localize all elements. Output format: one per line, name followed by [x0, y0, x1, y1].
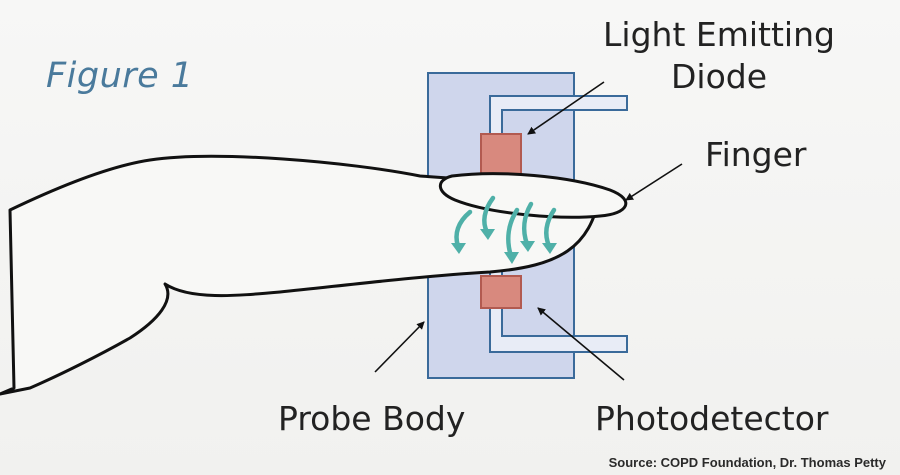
led-leader-arrow [527, 81, 605, 135]
hand-outline [0, 154, 602, 396]
callout-arrows [374, 81, 683, 381]
photodetector-component [480, 275, 522, 309]
photodetector-leader-arrow [537, 307, 625, 381]
light-arrowheads [451, 229, 557, 264]
finger-leader-arrow [625, 163, 683, 201]
photodetector-label: Photodetector [595, 399, 829, 438]
probe-leader-arrow [374, 321, 425, 373]
finger-label: Finger [705, 135, 807, 174]
figure-title: Figure 1 [46, 56, 194, 96]
source-credit: Source: COPD Foundation, Dr. Thomas Pett… [608, 455, 886, 470]
led-label-line-1: Light Emitting [603, 15, 835, 54]
led-label: Light Emitting Diode [590, 14, 848, 98]
probe-body-label: Probe Body [278, 399, 466, 438]
led-label-line-2: Diode [670, 57, 768, 96]
